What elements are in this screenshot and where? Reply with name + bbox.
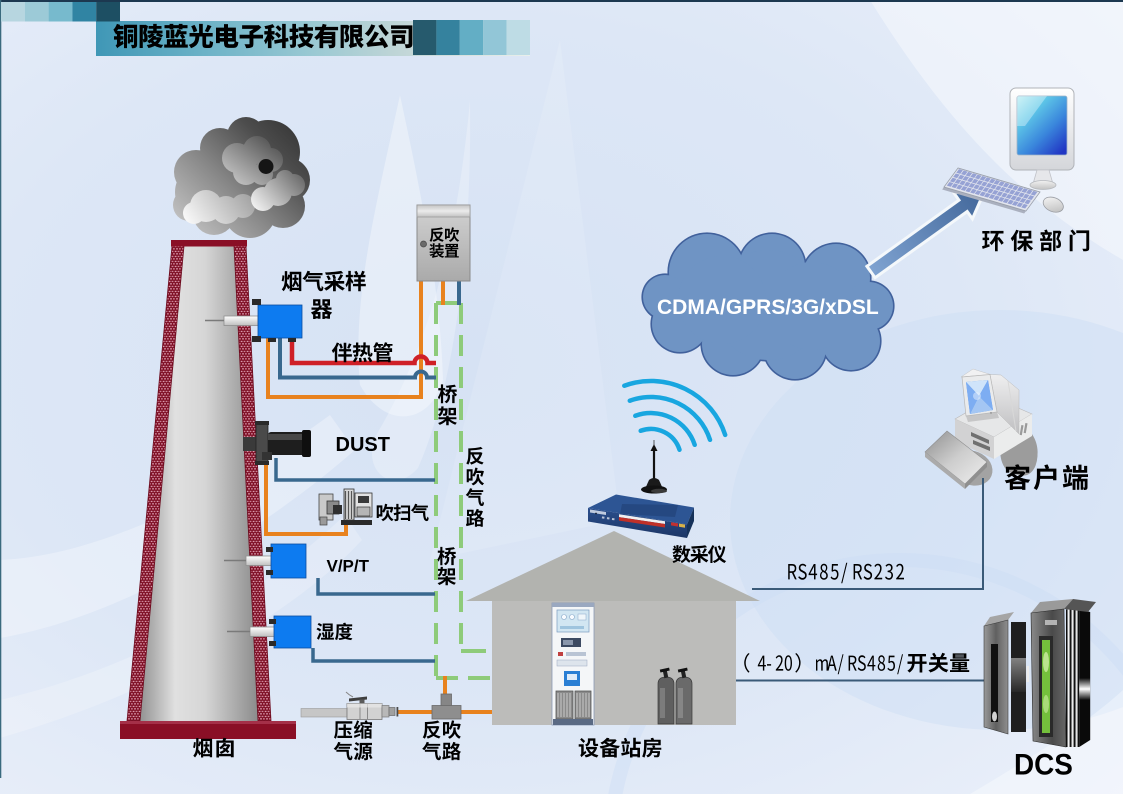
svg-text:DUST: DUST (336, 434, 390, 456)
svg-text:V/P/T: V/P/T (327, 557, 370, 576)
svg-text:DCS: DCS (1014, 749, 1073, 782)
svg-text:CDMA/GPRS/3G/xDSL: CDMA/GPRS/3G/xDSL (657, 296, 879, 319)
